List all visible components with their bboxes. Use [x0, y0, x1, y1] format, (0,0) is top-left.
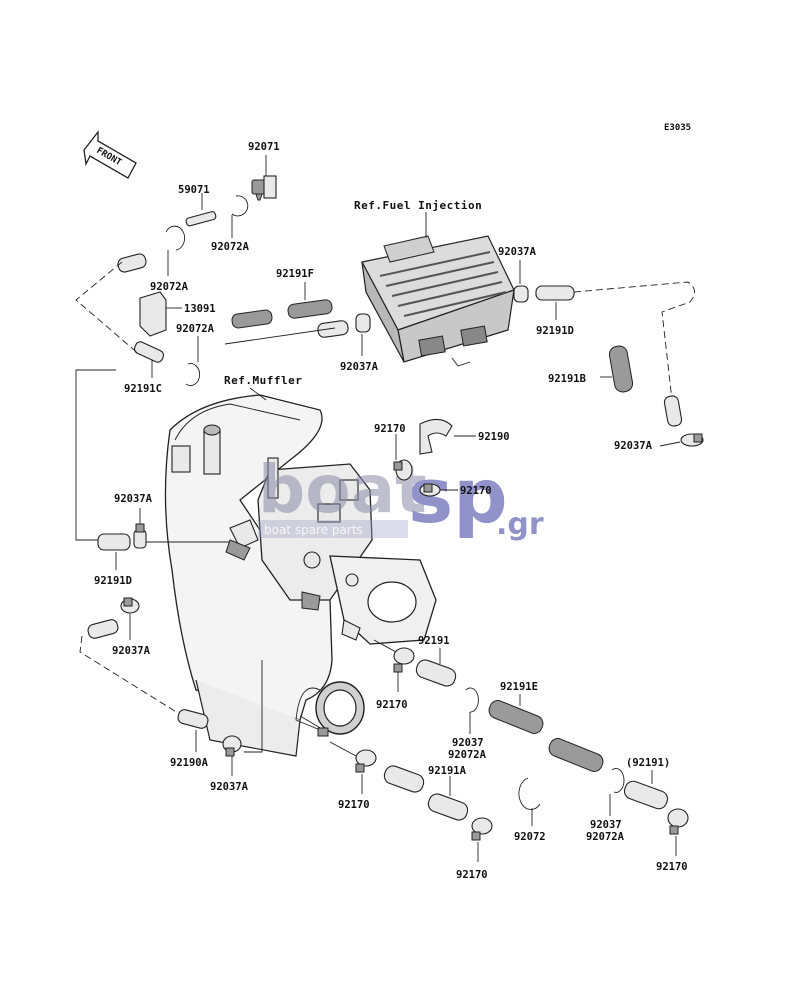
hose-92191e-a	[488, 700, 544, 734]
hose-92191	[415, 659, 457, 687]
clamp-92037a-bottom	[222, 735, 242, 776]
label-92072: 92072	[514, 831, 546, 843]
label-92191C: 92191C	[124, 383, 162, 395]
elbow-hose-92190	[419, 418, 476, 455]
clamp-ring-92072a-mid	[185, 363, 200, 386]
hose-middle-bottom	[383, 765, 425, 793]
label-92170-e: 92170	[456, 869, 488, 881]
ecu-unit	[361, 212, 515, 367]
clamp-92170-d	[355, 749, 377, 794]
label-92191E: 92191E	[500, 681, 538, 693]
clamp-92170-b	[419, 483, 458, 497]
watermark-brand-right: sp	[408, 451, 508, 540]
label-92191F: 92191F	[276, 268, 314, 280]
label-92072A-left: 92072A	[150, 281, 189, 293]
clamp-ring-92037-b	[611, 767, 625, 793]
fitting-92071	[251, 155, 277, 201]
label-92190: 92190	[478, 431, 510, 443]
label-92072A-lower: 92072A	[448, 749, 487, 761]
label-92191A: 92191A	[428, 765, 467, 777]
hose-92191d-right	[535, 285, 575, 301]
label-92072A-mid: 92072A	[176, 323, 215, 335]
muffler	[164, 394, 365, 757]
pin-59071	[185, 193, 217, 227]
label-92037A-bottom: 92037A	[210, 781, 249, 793]
clamp-92170-e	[471, 817, 493, 862]
label-92037A-ecu: 92037A	[340, 361, 379, 373]
label-92037-b: 92037	[590, 819, 622, 831]
hose-92191a	[427, 793, 469, 821]
label-92170-d: 92170	[338, 799, 370, 811]
watermark-tagline: boat spare parts	[264, 523, 363, 537]
hose-92191c	[133, 341, 165, 363]
hose-small-top	[117, 253, 147, 273]
bracket-13091	[139, 291, 182, 337]
clamp-92037a-right	[659, 433, 704, 447]
hose-92191-paren	[623, 780, 669, 810]
clamp-92170-a	[393, 434, 413, 481]
label-92170-f: 92170	[656, 861, 688, 873]
hose-92191e-b	[548, 738, 604, 772]
hose-92191d-left	[97, 533, 131, 551]
front-arrow-icon: FRONT	[83, 130, 137, 179]
label-92037A-lower-left: 92037A	[112, 645, 151, 657]
clamp-92170-f	[667, 808, 689, 856]
clamp-92037a-ecu-right	[513, 260, 529, 303]
label-92191-paren: (92191)	[626, 757, 670, 769]
label-13091: 13091	[184, 303, 216, 315]
hose-92191b	[608, 345, 634, 393]
label-92191: 92191	[418, 635, 450, 647]
clamp-ring-92037-a	[465, 687, 479, 713]
label-92190A: 92190A	[170, 757, 209, 769]
label-92072A-top: 92072A	[211, 241, 250, 253]
diagram-code: E3035	[664, 123, 691, 133]
label-92170-a: 92170	[374, 423, 406, 435]
hose-ecu-left	[317, 320, 349, 338]
ref-muffler: Ref.Muffler	[224, 374, 302, 387]
clamp-ring-92072	[518, 777, 541, 810]
label-92037-a: 92037	[452, 737, 484, 749]
label-92191B: 92191B	[548, 373, 586, 385]
label-92072A-right: 92072A	[586, 831, 625, 843]
watermark-logo: boat sp .gr boat spare parts	[258, 451, 544, 542]
exhaust-manifold	[225, 457, 437, 645]
label-92071: 92071	[248, 141, 280, 153]
clamp-ring-92072a	[231, 195, 249, 217]
label-92037A-right-top: 92037A	[498, 246, 537, 258]
label-92191D-right: 92191D	[536, 325, 574, 337]
label-92170-b: 92170	[460, 485, 492, 497]
watermark-tld: .gr	[496, 507, 544, 542]
label-92037A-far-right: 92037A	[614, 440, 653, 452]
clamp-92170-c	[393, 647, 415, 692]
label-92037A-left: 92037A	[114, 493, 153, 505]
label-59071: 59071	[178, 184, 210, 196]
clamp-92037a-ecu-left	[355, 313, 371, 356]
label-92170-c: 92170	[376, 699, 408, 711]
clamp-92037a-lower-left	[120, 597, 140, 640]
ref-fuel-injection: Ref.Fuel Injection	[354, 199, 482, 212]
clamp-92037a-left	[133, 508, 147, 549]
hose-lower-left	[87, 619, 119, 639]
hose-right-small	[663, 395, 683, 427]
label-92191D-left: 92191D	[94, 575, 132, 587]
hose-92190a	[177, 709, 209, 729]
clamp-ring-left	[165, 225, 186, 251]
hose-92191f	[231, 282, 333, 329]
